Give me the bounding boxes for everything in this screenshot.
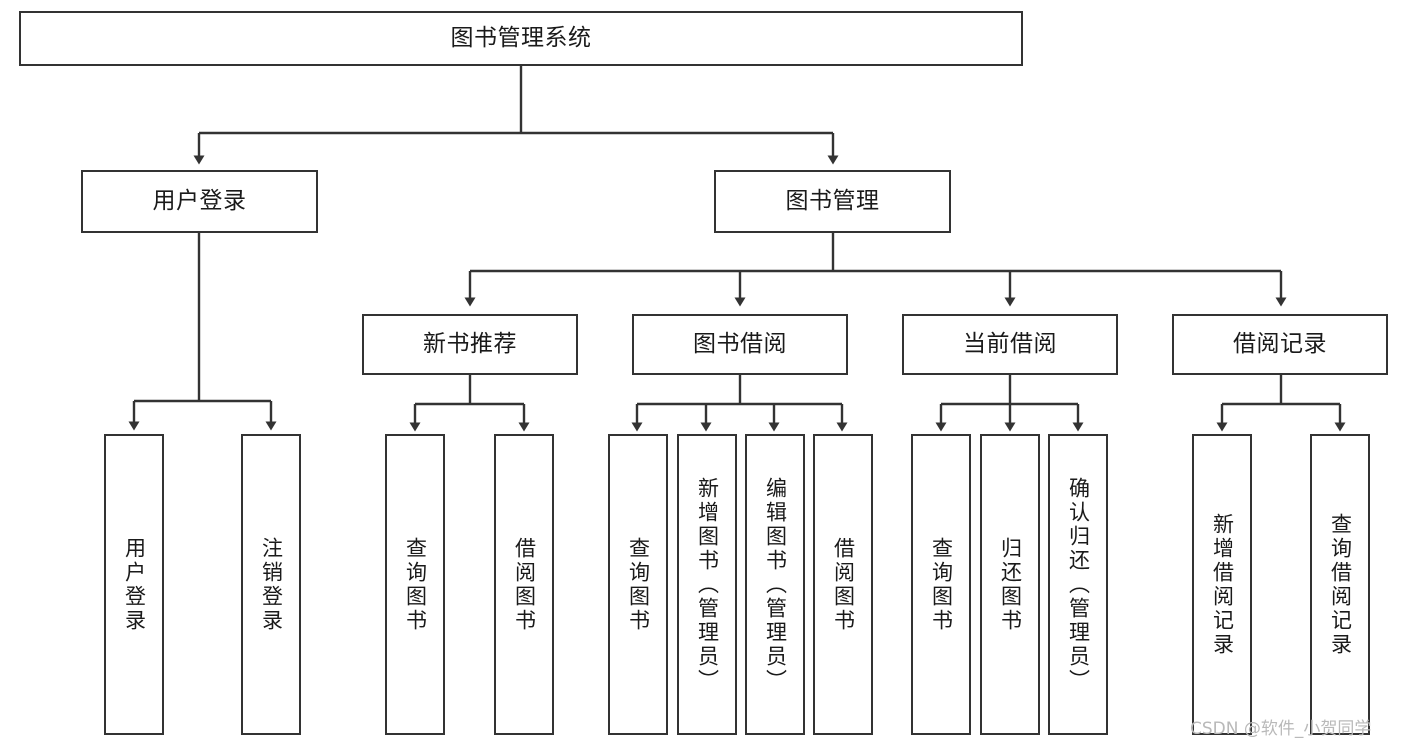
node-label: 图书管理 [785, 187, 880, 214]
node-label: 归还图书 [998, 536, 1023, 633]
node-book-borrow[interactable]: 图书借阅 [632, 314, 848, 375]
node-label: 用户登录 [152, 187, 247, 214]
node-current-borrow[interactable]: 当前借阅 [902, 314, 1118, 375]
node-book-management[interactable]: 图书管理 [714, 170, 951, 233]
node-label: 新增图书（管理员） [695, 476, 720, 693]
node-leaf-return-book[interactable]: 归还图书 [980, 434, 1040, 735]
node-leaf-user-login[interactable]: 用户登录 [104, 434, 164, 735]
node-label: 查询图书 [929, 536, 954, 633]
node-label: 新书推荐 [423, 330, 517, 357]
node-leaf-query-record[interactable]: 查询借阅记录 [1310, 434, 1370, 735]
node-leaf-confirm-return[interactable]: 确认归还（管理员） [1048, 434, 1108, 735]
node-root-book-management-system[interactable]: 图书管理系统 [19, 11, 1023, 66]
node-leaf-edit-book[interactable]: 编辑图书（管理员） [745, 434, 805, 735]
node-leaf-query-book-3[interactable]: 查询图书 [911, 434, 971, 735]
node-label: 借阅记录 [1233, 330, 1327, 357]
watermark-text: CSDN @软件_小贺同学 [1190, 719, 1372, 739]
node-label: 查询借阅记录 [1328, 512, 1353, 657]
node-leaf-add-record[interactable]: 新增借阅记录 [1192, 434, 1252, 735]
node-leaf-borrow-book-2[interactable]: 借阅图书 [813, 434, 873, 735]
node-label: 借阅图书 [831, 536, 856, 633]
node-label: 查询图书 [403, 536, 428, 633]
node-leaf-query-book-2[interactable]: 查询图书 [608, 434, 668, 735]
node-label: 借阅图书 [512, 536, 537, 633]
node-label: 用户登录 [122, 536, 147, 633]
node-leaf-add-book[interactable]: 新增图书（管理员） [677, 434, 737, 735]
node-new-book-recommend[interactable]: 新书推荐 [362, 314, 578, 375]
node-user-login[interactable]: 用户登录 [81, 170, 318, 233]
node-label: 注销登录 [259, 536, 284, 633]
node-label: 图书管理系统 [450, 24, 592, 51]
node-leaf-borrow-book-1[interactable]: 借阅图书 [494, 434, 554, 735]
node-label: 查询图书 [626, 536, 651, 633]
node-leaf-query-book-1[interactable]: 查询图书 [385, 434, 445, 735]
node-label: 新增借阅记录 [1210, 512, 1235, 657]
node-label: 编辑图书（管理员） [763, 476, 788, 693]
node-borrow-record[interactable]: 借阅记录 [1172, 314, 1388, 375]
node-leaf-logout[interactable]: 注销登录 [241, 434, 301, 735]
node-label: 当前借阅 [963, 330, 1057, 357]
node-label: 图书借阅 [693, 330, 787, 357]
node-label: 确认归还（管理员） [1066, 476, 1091, 693]
